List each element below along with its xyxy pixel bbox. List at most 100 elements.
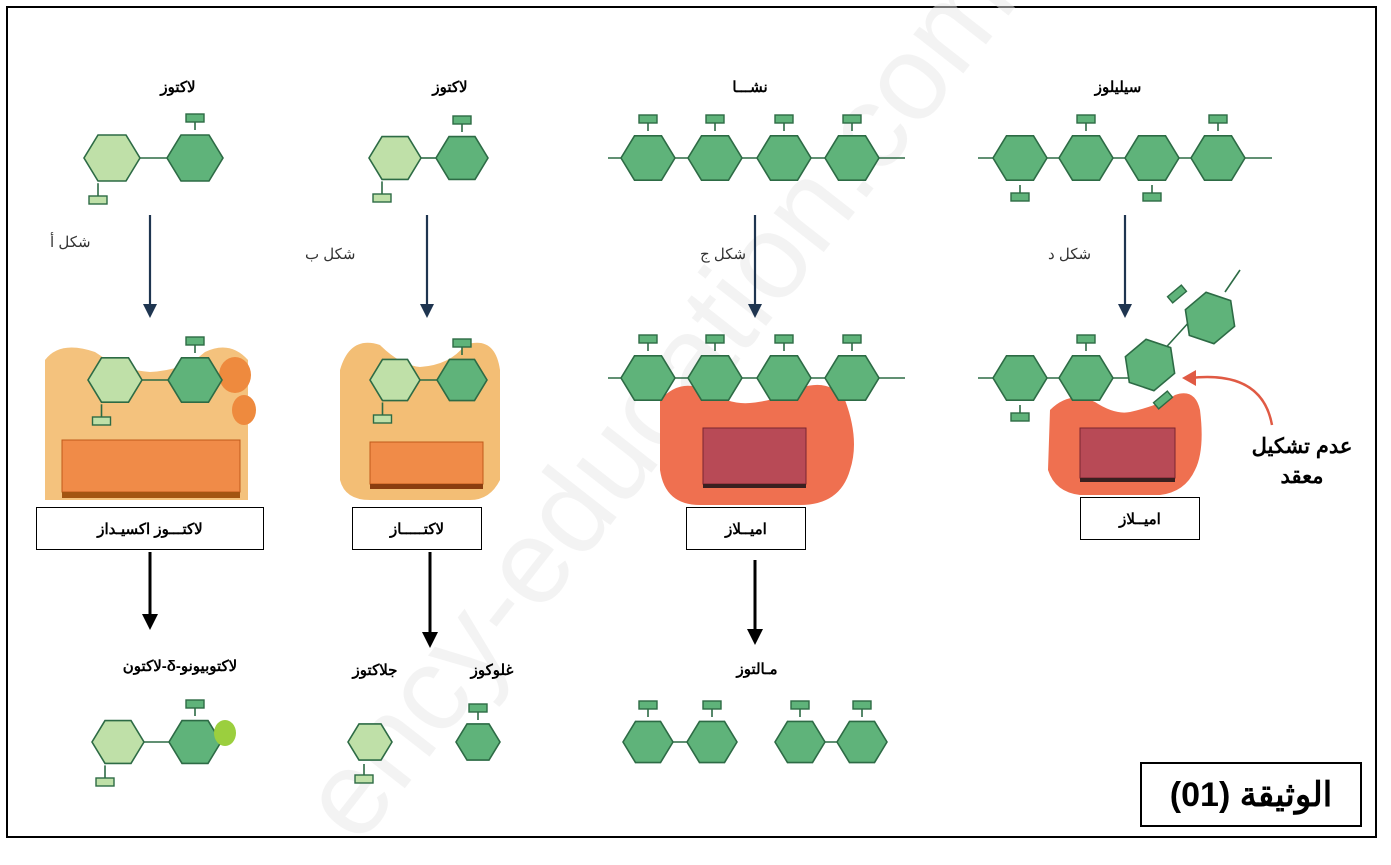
d-bound-hexagon-1 [1058,354,1114,402]
b-arrow-down-head [420,304,434,318]
c-enzyme-active-block [702,427,807,485]
b-galactose-hexagon [347,723,393,761]
b-lactose-light-hexagon [368,135,422,181]
a-lactose-dark-hexagon [166,134,224,182]
a-lactose-light-hexagon [83,134,141,182]
d-arrow-down-head [1118,304,1132,318]
c-bound-starch-hexagon-1 [687,354,743,402]
a-product-dark-hexagon [168,719,222,765]
c-maltose-1-hexagon-1 [686,720,738,764]
caption-figure-a: شكل أ [50,234,91,251]
c-maltose-1-tag-1 [702,700,722,710]
d-cellulose-hexagon-2 [1124,135,1180,181]
c-starch-tag-0 [638,114,658,124]
c-starch-hexagon-3 [824,135,880,181]
title-starch: نشـــا [732,79,768,96]
product-galactose: جلاكتوز [352,662,398,679]
b-bound-lactose-tag-top [452,338,472,348]
c-bound-starch-tag-1 [705,334,725,344]
a-bound-lactose-light-hexagon [87,356,143,404]
a-bound-lactose-dark-hexagon [167,356,223,404]
c-starch-tag-1 [705,114,725,124]
d-twisted-tag-1 [1166,284,1188,304]
c-starch-tag-3 [842,114,862,124]
c-starch-hexagon-2 [756,135,812,181]
c-enzyme-base [703,484,806,488]
c-starch-hexagon-0 [620,135,676,181]
c-maltose-2-hexagon-1 [836,720,888,764]
d-twisted-hexagon-2 [1184,291,1236,345]
c-maltose-2-hexagon-0 [774,720,826,764]
a-oxygen-blob-1 [219,357,251,393]
a-bound-lactose-tag-top [185,336,205,346]
a-oxygen-blob-2 [232,395,256,425]
b-glucose-tag [468,703,488,713]
c-maltose-1-hexagon-0 [622,720,674,764]
d-cellulose-tag-1 [1076,114,1096,124]
c-arrow-product-head [747,629,763,645]
caption-figure-c: شكل ج [700,246,747,263]
a-enzyme-base [62,492,240,498]
d-bound-tag-1 [1076,334,1096,344]
a-arrow-product-head [142,614,158,630]
d-curved-arrow [1189,375,1274,426]
product-lactobiono-lactone: لاكتوبيونو-δ-لاكتون [122,658,238,675]
product-glucose: غلوكوز [470,662,514,679]
a-enzyme-active-block [61,439,241,493]
b-bound-lactose-light-hexagon [369,358,421,402]
b-lactose-dark-hexagon [435,135,489,181]
b-enzyme-active-block [369,441,484,485]
a-bound-lactose-tag-bottom [91,416,112,426]
c-maltose-2-tag-1 [852,700,872,710]
product-maltose: مـالتوز [736,661,778,678]
d-cellulose-tag-0 [1010,192,1030,202]
c-arrow-down-head [748,304,762,318]
no-complex-note: عدم تشكيل معقد [1251,435,1353,488]
c-starch-hexagon-1 [687,135,743,181]
d-enzyme-active-block [1079,427,1176,479]
title-lactose-b: لاكتوز [432,79,468,96]
a-lactose-tag-top [185,113,205,123]
a-product-tag-bottom [95,777,115,787]
d-cellulose-hexagon-0 [992,135,1048,181]
d-cellulose-tag-3 [1208,114,1228,124]
b-arrow-product-head [422,632,438,648]
a-arrow-down-head [143,304,157,318]
document-label: الوثيقة (01) [1140,762,1362,827]
c-bound-starch-hexagon-0 [620,354,676,402]
c-starch-tag-2 [774,114,794,124]
c-bound-starch-tag-3 [842,334,862,344]
a-product-oxidized-group [214,720,236,746]
b-bound-lactose-tag-bottom [372,414,393,424]
b-lactose-tag-bottom [372,193,392,203]
d-twisted-hexagon-1 [1124,338,1176,392]
enzyme-label-amylase-cellulose: اميــلاز [1080,497,1200,540]
b-glucose-hexagon [455,723,501,761]
c-bound-starch-hexagon-2 [756,354,812,402]
caption-figure-b: شكل ب [305,246,356,263]
d-twisted-tag-2 [1152,390,1174,410]
caption-figure-d: شكل د [1048,246,1092,263]
enzyme-label-lactose-oxidase: لاكتـــوز اكسيـداز [36,507,264,550]
a-product-light-hexagon [91,719,145,765]
b-bound-lactose-dark-hexagon [436,358,488,402]
d-bound-hexagon-0 [992,354,1048,402]
d-cellulose-tag-2 [1142,192,1162,202]
c-bound-starch-hexagon-3 [824,354,880,402]
enzyme-label-amylase-starch: اميــلاز [686,507,806,550]
c-bound-starch-tag-0 [638,334,658,344]
a-lactose-tag-bottom [88,195,108,205]
enzyme-label-lactase: لاكتـــــاز [352,507,482,550]
document-frame [6,6,1377,838]
c-maltose-1-tag-0 [638,700,658,710]
d-curved-arrow-head [1182,370,1196,386]
c-bound-starch-tag-2 [774,334,794,344]
b-galactose-tag [354,774,374,784]
b-lactose-tag-top [452,115,472,125]
title-cellulose: سيليلوز [1094,79,1142,96]
d-cellulose-hexagon-1 [1058,135,1114,181]
d-twisted-tail [1224,269,1241,293]
d-enzyme-base [1080,478,1175,482]
d-cellulose-hexagon-3 [1190,135,1246,181]
b-enzyme-base [370,484,483,489]
